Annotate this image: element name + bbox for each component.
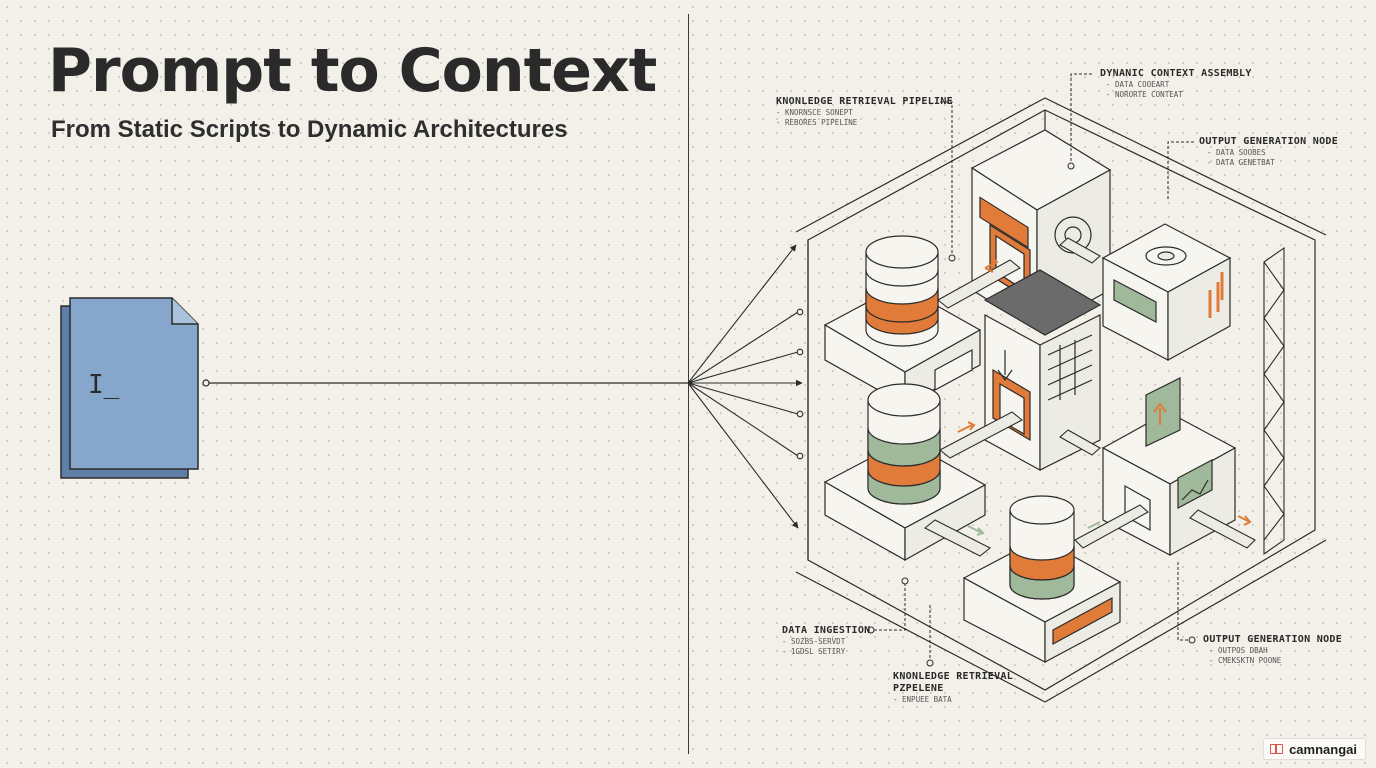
prompt-document-icon: I_ <box>60 297 199 479</box>
lattice-tower <box>1263 246 1285 556</box>
label-knowledge-retrieval-bottom: KNONLEDGE RETRIEVAL PZPELENE - ENPUEE BA… <box>893 671 1014 704</box>
cursor-glyph: I_ <box>88 370 120 400</box>
gear-machine <box>1101 223 1232 362</box>
database-top-left <box>823 235 982 407</box>
fan-out-arrows <box>687 244 804 529</box>
database-bottom <box>962 495 1122 663</box>
page-subtitle: From Static Scripts to Dynamic Architect… <box>51 116 568 143</box>
callout-leaders <box>874 73 1194 663</box>
database-middle-left <box>823 383 987 562</box>
brand-name: camnangai <box>1289 741 1357 757</box>
label-output-generation-bottom: OUTPUT GENERATION NODE - OUTPOS DBAH - C… <box>1203 634 1343 665</box>
label-dynamic-context-assembly: DYNANIC CONTEXT ASSEMBLY - DATA COOEART … <box>1100 68 1252 99</box>
label-knowledge-retrieval-top: KNONLEDGE RETRIEVAL PIPELINE - KNORNSCE … <box>776 96 953 127</box>
label-data-ingestion: DATA INGESTION - SOZBS-SERVDT - 1GDSL SE… <box>782 625 871 656</box>
center-tower <box>970 129 1112 472</box>
brand-badge: camnangai <box>1263 738 1366 760</box>
prompt-connector <box>202 379 688 387</box>
page-title: Prompt to Context <box>48 36 657 106</box>
callout-dots <box>867 162 1196 667</box>
label-output-generation-top: OUTPUT GENERATION NODE - DATA SOOBES - D… <box>1199 136 1339 167</box>
conveyors <box>923 237 1256 557</box>
book-icon <box>1270 744 1284 754</box>
